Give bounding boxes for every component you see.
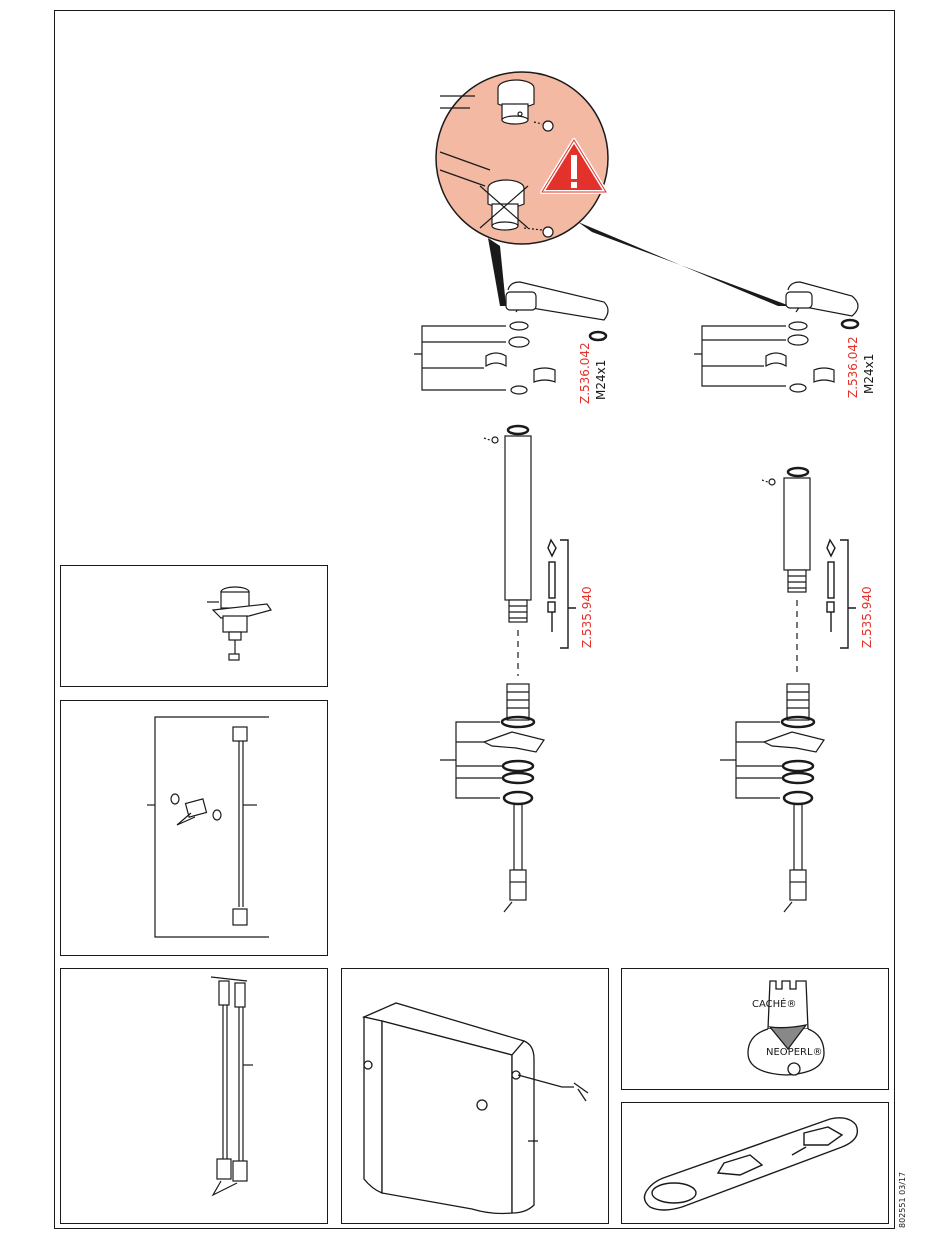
detail-pointer-right bbox=[578, 222, 790, 306]
panel-hose-connector bbox=[60, 700, 328, 956]
panel-control-box bbox=[341, 968, 609, 1224]
left-spout-part-number: Z.536.042 bbox=[578, 342, 592, 404]
document-code: 802551 03/17 bbox=[898, 1172, 907, 1228]
panel-aerator-key: CACHÉ® NEOPERL® bbox=[621, 968, 889, 1090]
right-screw-set-part-number: Z.535.940 bbox=[860, 586, 874, 648]
cache-brand-label: CACHÉ® bbox=[752, 999, 796, 1010]
panel-cartridge bbox=[60, 565, 328, 687]
cartridge-drawing bbox=[61, 566, 329, 688]
panel-supply-hoses bbox=[60, 968, 328, 1224]
right-spout-thread: M24x1 bbox=[862, 354, 876, 394]
right-spout-part-number: Z.536.042 bbox=[846, 336, 860, 398]
neoperl-brand-label: NEOPERL® bbox=[766, 1047, 823, 1058]
hose-connector-drawing bbox=[61, 701, 329, 957]
left-spout-thread: M24x1 bbox=[594, 360, 608, 400]
detail-pointer-left bbox=[488, 238, 506, 306]
left-screw-set-part-number: Z.535.940 bbox=[580, 586, 594, 648]
panel-wrench bbox=[621, 1102, 889, 1224]
control-box-drawing bbox=[342, 969, 610, 1225]
wrench-drawing bbox=[622, 1103, 890, 1225]
supply-hoses-drawing bbox=[61, 969, 329, 1225]
aerator-key-drawing bbox=[622, 969, 890, 1091]
